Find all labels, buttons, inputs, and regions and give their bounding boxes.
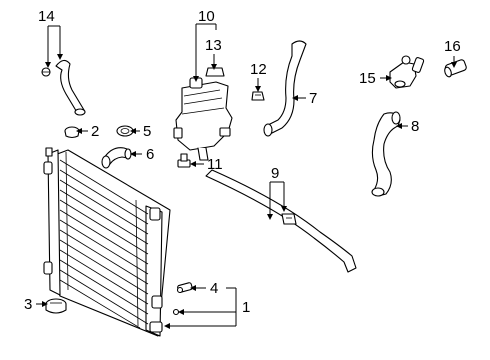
upper-hose-14 bbox=[41, 59, 86, 116]
callout-3: 3 bbox=[24, 296, 32, 313]
plug-2 bbox=[64, 126, 80, 139]
callout-6: 6 bbox=[146, 146, 154, 163]
callout-8: 8 bbox=[411, 118, 419, 135]
hose-elbow-6 bbox=[101, 147, 132, 169]
callout-7: 7 bbox=[309, 90, 317, 107]
thermostat-housing bbox=[389, 55, 425, 89]
radiator-cap bbox=[45, 298, 67, 314]
hose-8 bbox=[371, 111, 401, 197]
callout-12: 12 bbox=[250, 61, 267, 78]
sensor-16 bbox=[444, 59, 467, 78]
bolt-11 bbox=[177, 153, 191, 168]
callout-11: 11 bbox=[207, 156, 223, 173]
callout-10: 10 bbox=[198, 8, 215, 25]
clip-12 bbox=[251, 91, 265, 101]
coolant-reservoir bbox=[173, 67, 233, 161]
callout-1: 1 bbox=[242, 299, 250, 316]
callout-15: 15 bbox=[359, 70, 376, 87]
seal-5 bbox=[116, 125, 134, 137]
long-hose-9 bbox=[205, 169, 357, 273]
drain-plug bbox=[172, 282, 193, 316]
radiator bbox=[43, 147, 171, 337]
callout-14: 14 bbox=[38, 8, 55, 25]
hose-7 bbox=[263, 40, 307, 137]
callout-9: 9 bbox=[271, 165, 279, 182]
callout-labels: 14 10 13 12 7 2 5 6 11 9 8 15 16 3 4 1 bbox=[24, 8, 461, 316]
callout-4: 4 bbox=[210, 280, 218, 297]
callout-2: 2 bbox=[91, 123, 99, 140]
leader-lines bbox=[36, 23, 457, 329]
callout-13: 13 bbox=[205, 37, 222, 54]
callout-5: 5 bbox=[143, 123, 151, 140]
callout-16: 16 bbox=[444, 38, 461, 55]
